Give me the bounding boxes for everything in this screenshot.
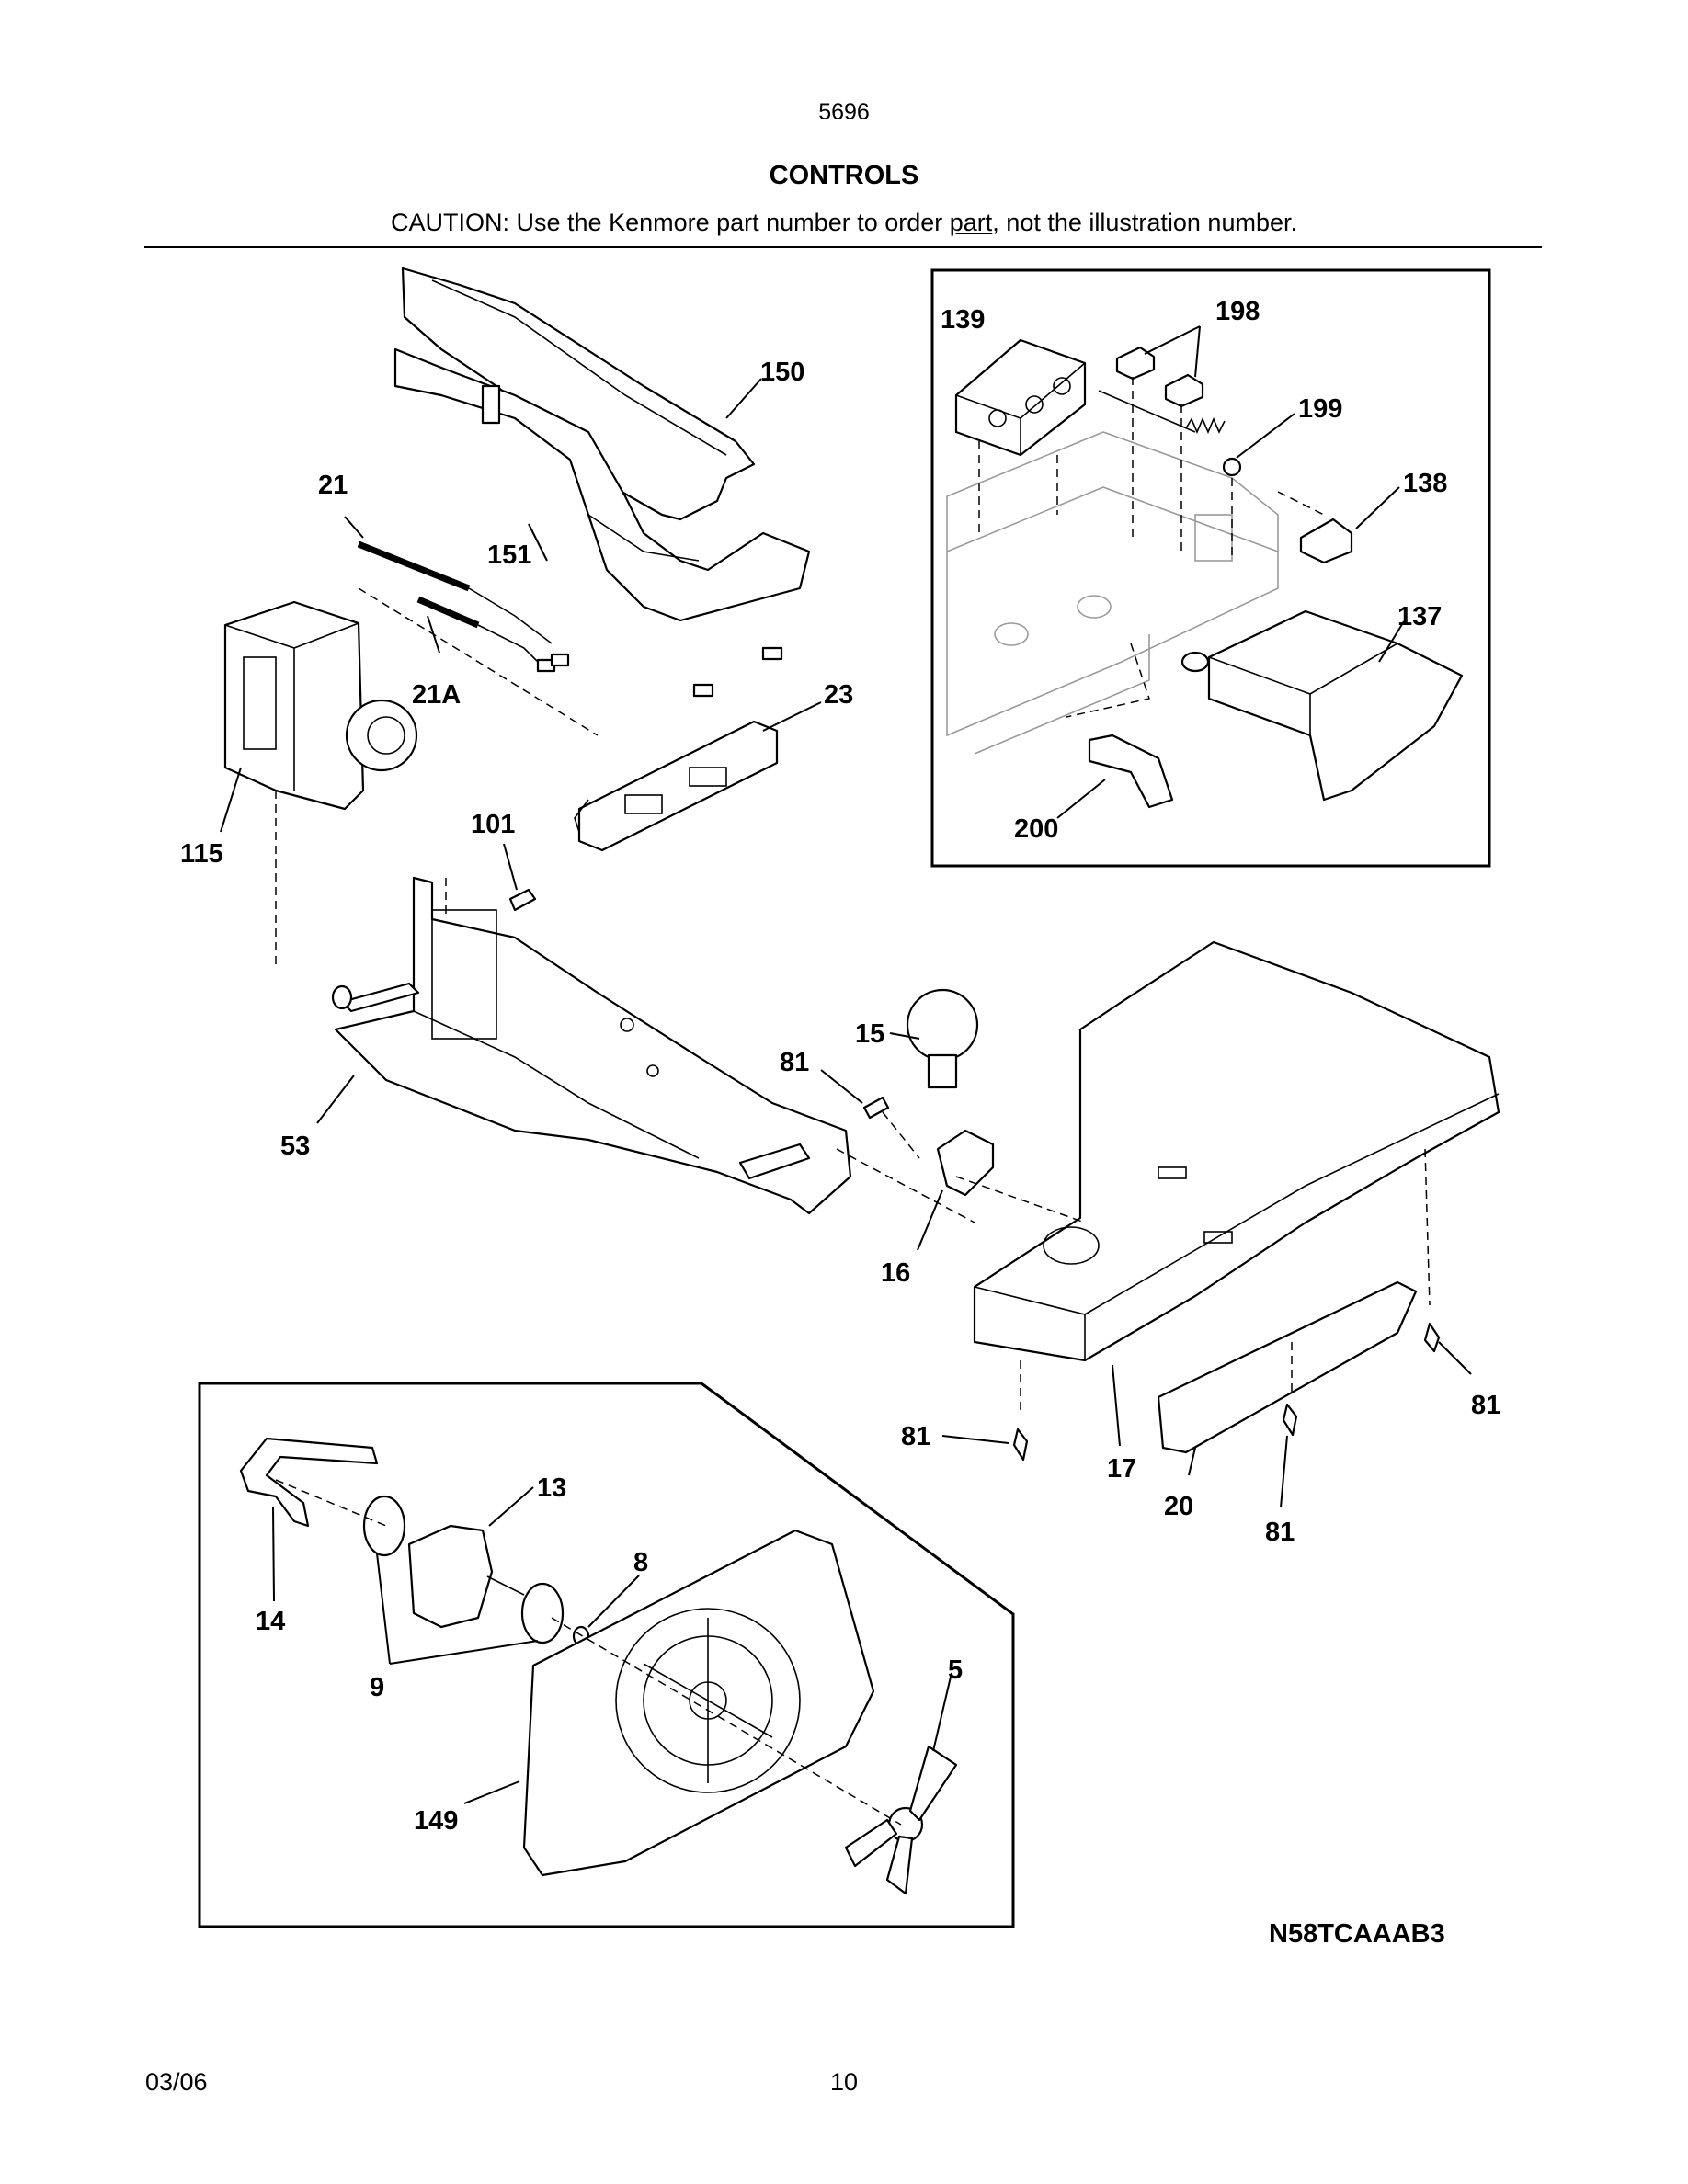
section-title: CONTROLS	[769, 161, 919, 190]
caution-underlined-word: part	[949, 209, 993, 236]
callout-115: 115	[180, 839, 223, 869]
part-81-screw-d	[1282, 1403, 1298, 1437]
callout-13: 13	[537, 1473, 566, 1503]
part-81-screw-b	[1423, 1322, 1441, 1353]
callout-16: 16	[881, 1258, 910, 1288]
callout-21a: 21A	[412, 680, 461, 710]
part-9-mount-a	[362, 1495, 406, 1557]
callout-14: 14	[256, 1607, 285, 1636]
part-17-housing	[973, 940, 1500, 1362]
callout-200: 200	[1014, 814, 1058, 844]
callout-138: 138	[1403, 469, 1447, 498]
callout-81-bottom: 81	[1265, 1518, 1295, 1547]
caution-prefix: CAUTION: Use the Kenmore part number to …	[391, 209, 950, 236]
part-14-bracket	[239, 1437, 379, 1528]
callout-9: 9	[370, 1673, 384, 1702]
part-23-control-board	[574, 720, 779, 852]
part-81-screw-c	[1012, 1428, 1029, 1462]
part-138-tab	[1299, 518, 1353, 564]
callout-15: 15	[855, 1019, 884, 1049]
inset-actuator-box	[930, 268, 1491, 868]
part-16-socket	[936, 1129, 995, 1197]
callout-101: 101	[471, 810, 515, 839]
part-53-bracket	[331, 876, 852, 1215]
page-number: 10	[829, 2068, 859, 2096]
part-101-screw	[508, 888, 537, 912]
part-115-control-module	[223, 600, 418, 811]
caution-suffix: , not the illustration number.	[992, 209, 1297, 236]
callout-21: 21	[318, 471, 348, 500]
part-21-sensor	[357, 540, 553, 644]
part-9-mount-b	[520, 1582, 565, 1644]
inset-fan-box	[198, 1382, 1015, 1928]
model-number: 5696	[818, 99, 870, 125]
callout-17: 17	[1107, 1454, 1136, 1484]
callout-150: 150	[760, 358, 804, 387]
callout-81-right: 81	[1471, 1391, 1500, 1420]
callout-81-upper: 81	[780, 1048, 809, 1077]
callout-149: 149	[414, 1806, 458, 1836]
part-13-fan-motor	[407, 1524, 525, 1629]
diagram-code: N58TCAAAB3	[1269, 1919, 1445, 1949]
footer-date: 03/06	[145, 2068, 208, 2096]
callout-8: 8	[633, 1548, 648, 1577]
part-150-151-housings	[393, 267, 811, 698]
part-15-bulb	[906, 988, 979, 1089]
callout-23: 23	[824, 680, 853, 710]
callout-199: 199	[1298, 394, 1342, 424]
part-139-switch	[954, 338, 1087, 457]
callout-198: 198	[1215, 297, 1260, 326]
callout-81-left: 81	[901, 1422, 930, 1451]
part-198-clips	[1115, 346, 1204, 408]
part-199-spring-rod	[1098, 390, 1242, 477]
part-20-strip	[1157, 1280, 1418, 1454]
callout-5: 5	[948, 1655, 963, 1685]
header-rule	[144, 246, 1542, 248]
callout-137: 137	[1397, 602, 1442, 631]
callout-139: 139	[941, 305, 985, 335]
part-200-pad	[1088, 734, 1174, 809]
caution-note: CAUTION: Use the Kenmore part number to …	[0, 209, 1688, 237]
part-81-screw-a	[862, 1096, 890, 1120]
callout-151: 151	[487, 540, 531, 570]
callout-53: 53	[280, 1132, 310, 1161]
leader-lines	[220, 325, 1472, 1804]
part-5-fan-blade	[844, 1745, 958, 1895]
callout-20: 20	[1164, 1492, 1193, 1521]
part-137-actuator	[1180, 609, 1464, 802]
part-21a-sensor	[416, 596, 570, 673]
part-149-fan-shroud	[522, 1529, 875, 1877]
